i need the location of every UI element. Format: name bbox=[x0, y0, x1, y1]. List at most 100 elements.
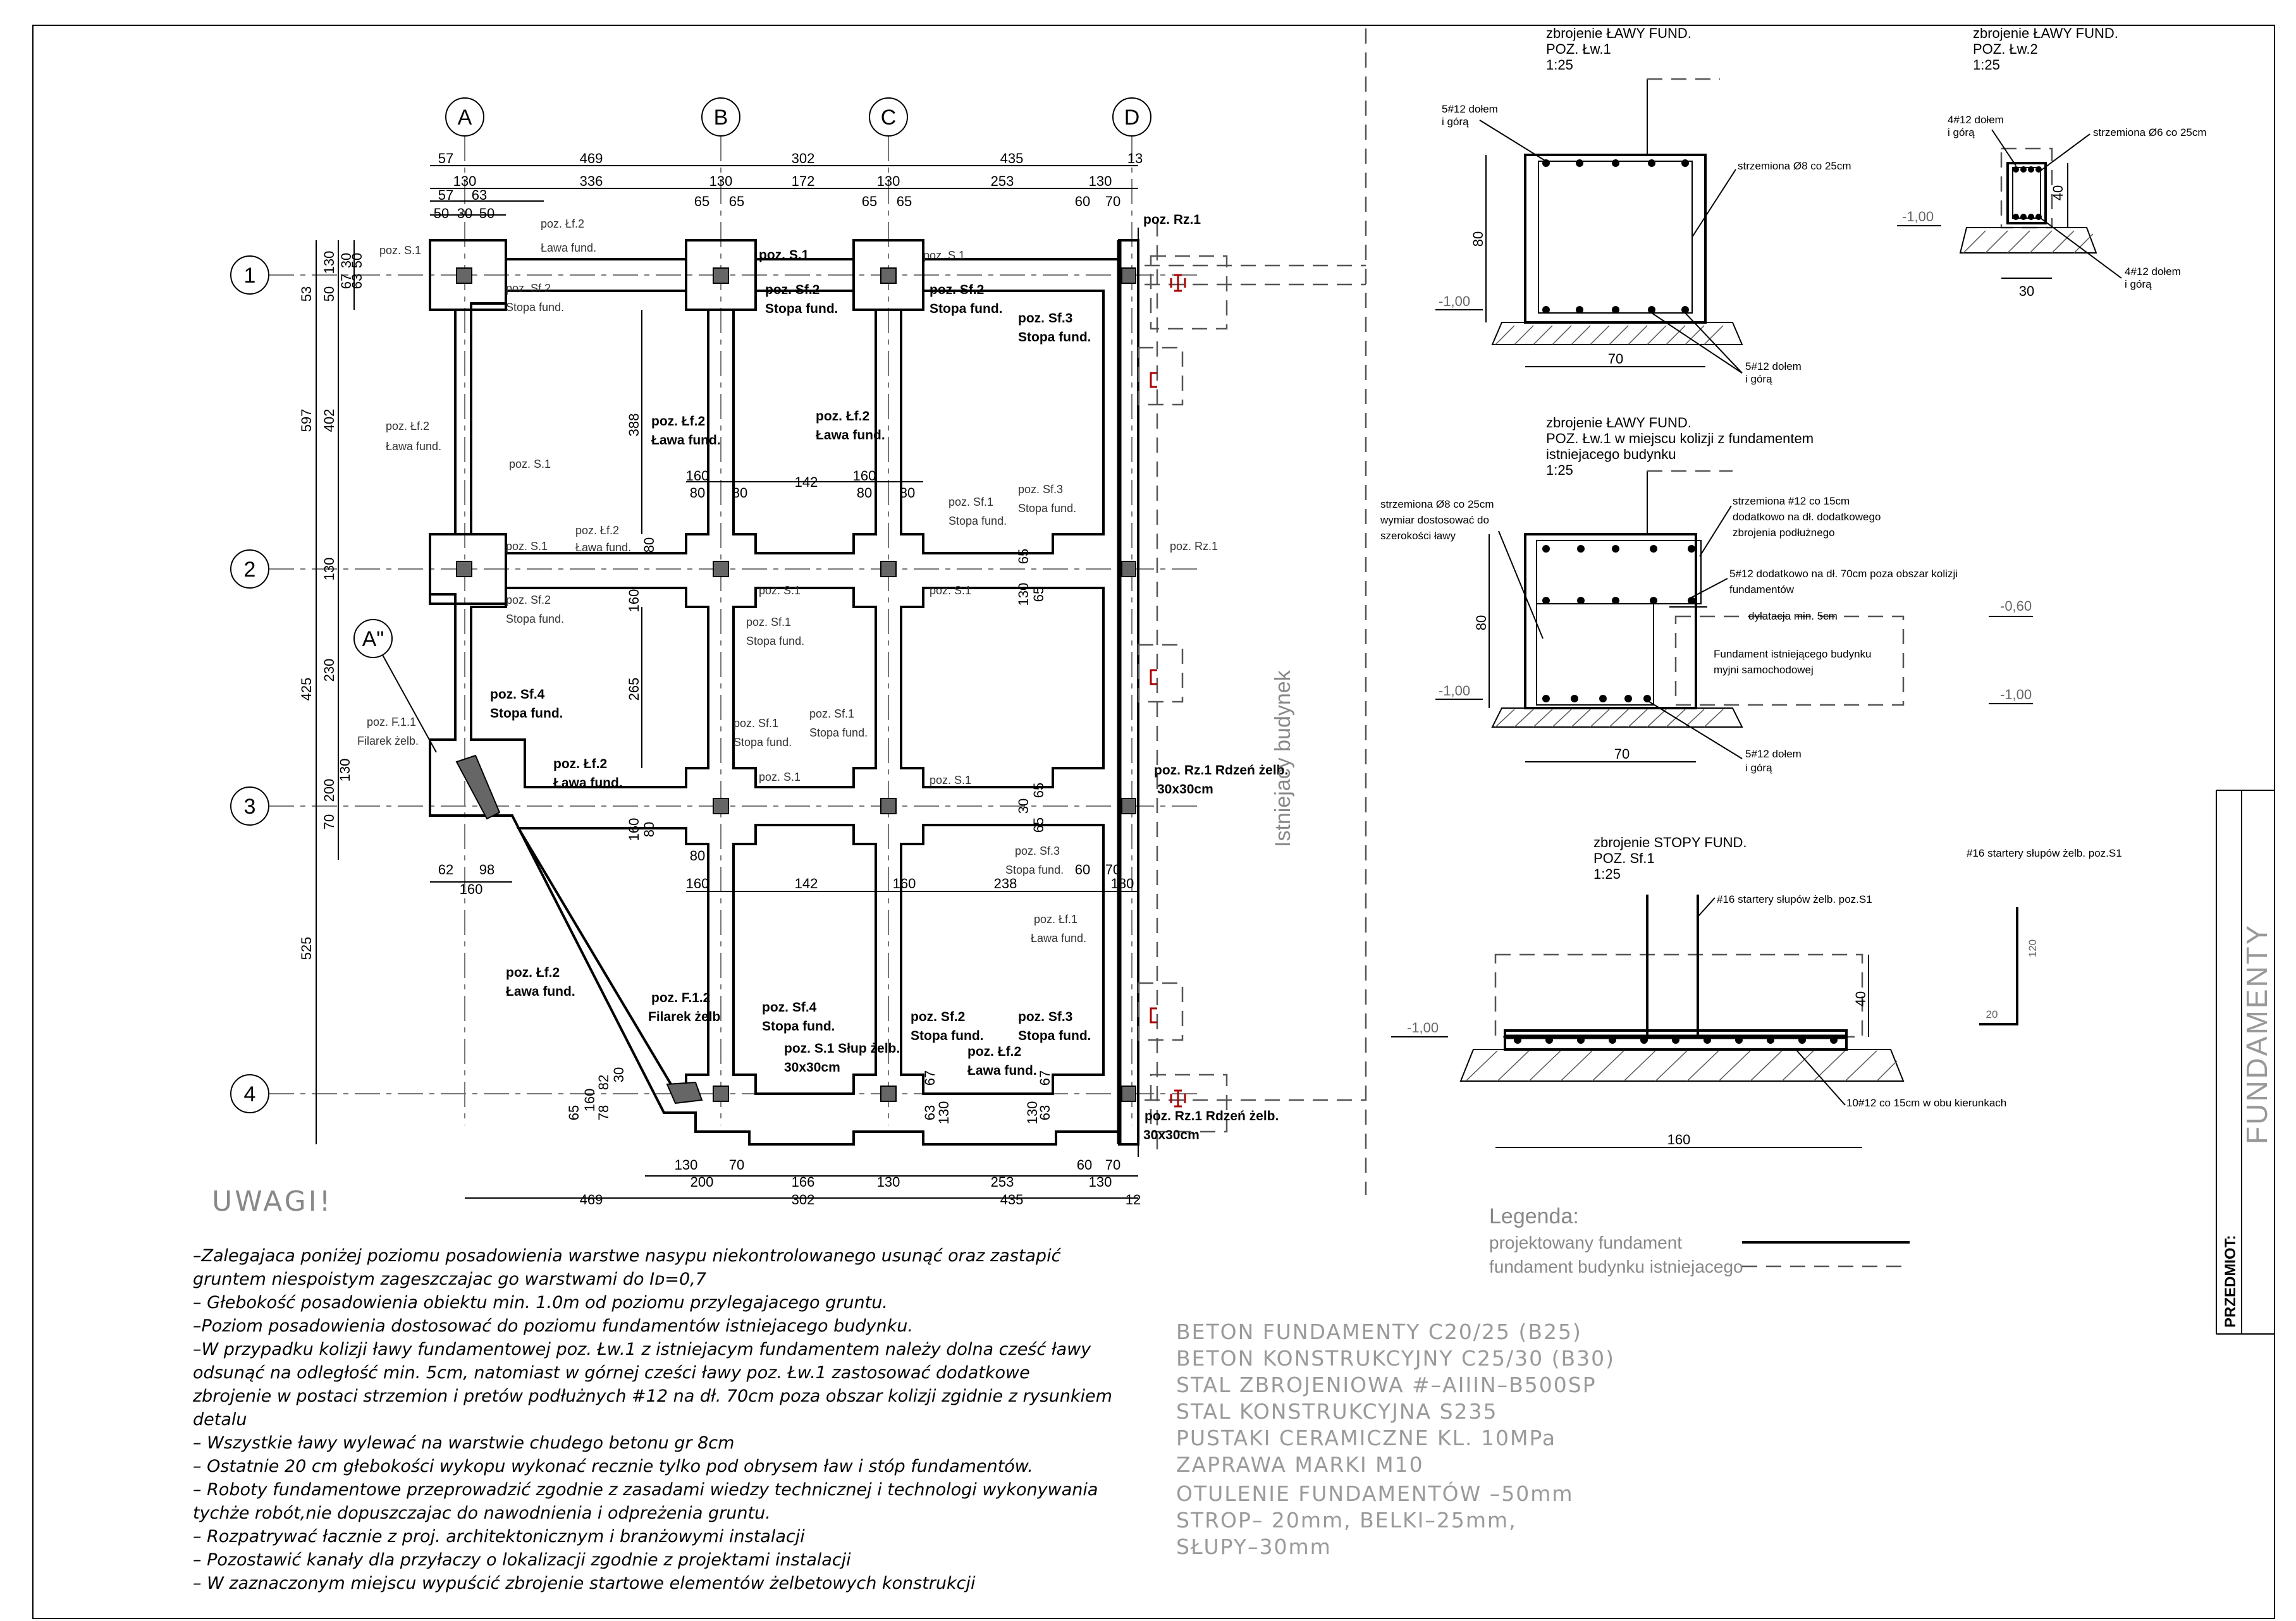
detail-dim: 40 bbox=[2050, 185, 2066, 200]
note-line: – Wszystkie ławy wylewać na warstwie chu… bbox=[193, 1433, 734, 1453]
detail-note: 5#12 dołem bbox=[1745, 360, 1802, 372]
left-dimension-lines bbox=[316, 240, 355, 1144]
label-poz-sf2: poz. Sf.2 bbox=[911, 1010, 965, 1024]
note-line: – Ostatnie 20 cm głebokości wykopu wykon… bbox=[193, 1457, 1033, 1476]
label-poz-sf2: poz. Sf.2 bbox=[765, 283, 820, 297]
detail-title: zbrojenie ŁAWY FUND. bbox=[1973, 25, 2118, 41]
dim-text: 160 bbox=[686, 876, 709, 891]
dim-text: 130 bbox=[453, 173, 477, 189]
label-poz-sf1: poz. Sf.1 bbox=[809, 707, 854, 720]
notes-title: UWAGI! bbox=[212, 1185, 333, 1218]
detail-note: #16 startery słupów żelb. poz.S1 bbox=[1717, 893, 1872, 905]
label-lawa-fund: Ława fund. bbox=[386, 440, 441, 453]
grid-label: 4 bbox=[244, 1082, 256, 1106]
detail-dim: 40 bbox=[1853, 991, 1869, 1006]
dim-text: 180 bbox=[1111, 876, 1134, 891]
bottom-dimensions: 130 70 200 166 130 253 130 60 70 469 302… bbox=[580, 1157, 1141, 1208]
label-poz-sf3: poz. Sf.3 bbox=[1018, 483, 1063, 496]
dim-text: 238 bbox=[994, 876, 1017, 891]
dim-text: 200 bbox=[691, 1174, 714, 1190]
label-stopa-fund: Stopa fund. bbox=[911, 1029, 983, 1043]
label-lawa-fund: Ława fund. bbox=[506, 984, 575, 999]
dim-text: 80 bbox=[641, 822, 657, 837]
grid-bubble-2: 2 bbox=[230, 549, 269, 589]
grid-bubble-4: 4 bbox=[230, 1074, 269, 1113]
label-size: 30x30cm bbox=[784, 1060, 840, 1075]
grid-bubble-d: D bbox=[1112, 97, 1151, 137]
dim-text: 57 bbox=[438, 150, 453, 166]
label-poz-lf2: poz. Łf.2 bbox=[506, 965, 560, 980]
detail-starter-bar: #16 startery słupów żelb. poz.S1 120 20 bbox=[1967, 847, 2122, 1025]
note-line: –W przypadku kolizji ławy fundamentowej … bbox=[193, 1340, 1091, 1359]
dim-text: 82 bbox=[596, 1075, 611, 1090]
dim-text: 78 bbox=[596, 1105, 611, 1120]
detail-lw1: zbrojenie ŁAWY FUND. POZ. Łw.1 1:25 5#12… bbox=[1435, 25, 1851, 385]
label-poz-sf2: poz. Sf.2 bbox=[506, 594, 551, 606]
detail-title: POZ. Sf.1 bbox=[1593, 850, 1655, 866]
dim-text: 63 bbox=[922, 1105, 938, 1120]
label-stopa-fund: Stopa fund. bbox=[948, 515, 1007, 527]
label-lawa-fund: Ława fund. bbox=[967, 1063, 1037, 1078]
dim-text: 65 bbox=[694, 193, 709, 209]
material-specs: BETON FUNDAMENTY C20/25 (B25) BETON KONS… bbox=[1176, 1319, 1614, 1559]
label-lawa-fund: Ława fund. bbox=[816, 428, 885, 443]
spec-line: PUSTAKI CERAMICZNE KL. 10MPa bbox=[1176, 1426, 1556, 1450]
label-poz-sf3: poz. Sf.3 bbox=[1018, 1010, 1072, 1024]
detail-dim: 70 bbox=[1608, 351, 1623, 367]
dim-text: 80 bbox=[690, 485, 705, 501]
dim-text: 12 bbox=[1126, 1192, 1141, 1208]
grid-label: A" bbox=[362, 627, 384, 651]
dim-text: 435 bbox=[1000, 150, 1024, 166]
detail-note: fundamentów bbox=[1729, 584, 1795, 596]
detail-level: -1,00 bbox=[1902, 209, 1934, 224]
dim-text: 130 bbox=[877, 173, 900, 189]
label-poz-rz1: poz. Rz.1 bbox=[1170, 540, 1218, 553]
label-poz-s1: poz. S.1 bbox=[379, 244, 421, 257]
label-stopa-fund: Stopa fund. bbox=[1018, 1029, 1091, 1043]
spec-line: ZAPRAWA MARKI M10 bbox=[1176, 1452, 1424, 1477]
note-line: – Roboty fundamentowe przeprowadzić zgod… bbox=[193, 1480, 1098, 1500]
dim-text: 63 bbox=[349, 274, 365, 289]
detail-level: -0,60 bbox=[2000, 598, 2032, 614]
subject-title: FUNDAMENTY bbox=[2240, 924, 2273, 1144]
detail-note: myjni samochodowej bbox=[1714, 664, 1814, 676]
grid-label: C bbox=[881, 106, 897, 130]
detail-dim: 70 bbox=[1614, 746, 1630, 762]
dim-text: 253 bbox=[991, 173, 1014, 189]
dim-text: 62 bbox=[438, 862, 453, 878]
detail-note: 4#12 dołem bbox=[1948, 114, 2004, 126]
top-dimensions: 57 469 302 435 13 130 336 130 172 130 25… bbox=[434, 150, 1143, 221]
dim-text: 80 bbox=[690, 848, 705, 864]
detail-note: #16 startery słupów żelb. poz.S1 bbox=[1967, 847, 2122, 859]
detail-note: strzemiona Ø6 co 25cm bbox=[2093, 126, 2207, 138]
label-stopa-fund: Stopa fund. bbox=[1018, 330, 1091, 345]
dim-text: 469 bbox=[580, 1192, 603, 1208]
label-filarek: Filarek żelb. bbox=[357, 735, 419, 747]
dim-text: 130 bbox=[1016, 583, 1031, 606]
spec-line: OTULENIE FUNDAMENTÓW –50mm bbox=[1176, 1481, 1574, 1506]
dim-text: 160 bbox=[582, 1089, 598, 1112]
legend-item: projektowany fundament bbox=[1489, 1233, 1682, 1252]
legend: Legenda: projektowany fundament fundamen… bbox=[1489, 1204, 1910, 1276]
dim-text: 160 bbox=[626, 589, 642, 613]
dim-text: 469 bbox=[580, 150, 603, 166]
dim-text: 30 bbox=[1016, 798, 1031, 814]
detail-lw1-collision: zbrojenie ŁAWY FUND. POZ. Łw.1 w miejscu… bbox=[1380, 415, 2033, 774]
detail-title: zbrojenie ŁAWY FUND. bbox=[1546, 25, 1691, 41]
dim-text: 65 bbox=[729, 193, 744, 209]
dim-text: 65 bbox=[1031, 783, 1047, 798]
grid-bubble-3: 3 bbox=[230, 786, 269, 826]
label-poz-s1: poz. S.1 bbox=[930, 584, 971, 597]
label-poz-rz1: poz. Rz.1 bbox=[1143, 212, 1201, 227]
dim-text: 230 bbox=[321, 659, 337, 682]
detail-note: szerokości ławy bbox=[1380, 530, 1456, 542]
dim-text: 65 bbox=[862, 193, 877, 209]
label-poz-rz1-rdzen: poz. Rz.1 Rdzeń żelb. bbox=[1145, 1109, 1279, 1123]
label-poz-f11: poz. F.1.1 bbox=[367, 716, 416, 728]
grid-axes bbox=[269, 136, 1201, 1125]
dim-text: 435 bbox=[1000, 1192, 1024, 1208]
detail-scale: 1:25 bbox=[1593, 866, 1621, 882]
note-line: – Głebokość posadowienia obiektu min. 1.… bbox=[193, 1293, 888, 1312]
detail-dim: 120 bbox=[2027, 939, 2039, 957]
detail-note: i górą bbox=[1745, 373, 1772, 385]
